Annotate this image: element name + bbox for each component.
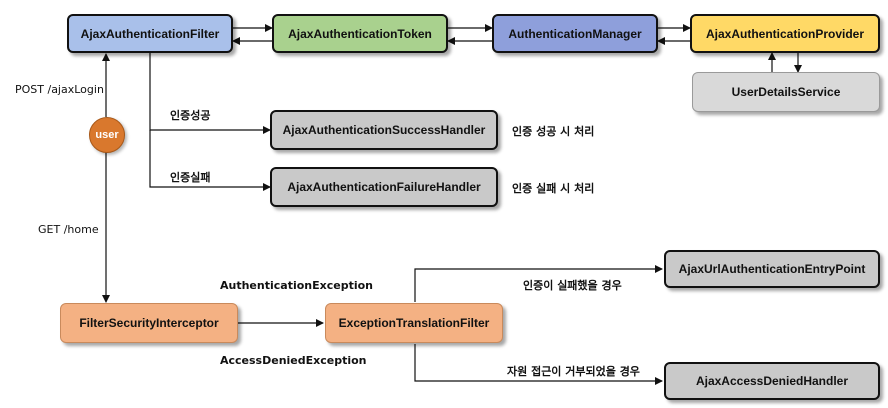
ajax-authentication-success-handler-node: AjaxAuthenticationSuccessHandler [270, 110, 498, 150]
user-details-service-node: UserDetailsService [692, 72, 880, 112]
arrow-filter-to-failure [149, 130, 271, 191]
failure-note-label: 인증 실패 시 처리 [512, 182, 595, 195]
ajax-authentication-token-node: AjaxAuthenticationToken [272, 14, 448, 53]
ajax-authentication-filter-node: AjaxAuthenticationFilter [67, 14, 233, 53]
auth-success-label: 인증성공 [170, 109, 211, 122]
access-denied-case-label: 자원 접근이 거부되었을 경우 [507, 365, 640, 378]
ajax-authentication-provider-node: AjaxAuthenticationProvider [690, 14, 880, 53]
authentication-manager-node: AuthenticationManager [492, 14, 658, 53]
ajax-authentication-failure-handler-node: AjaxAuthenticationFailureHandler [270, 167, 498, 207]
access-denied-exception-label: AccessDeniedException [220, 354, 367, 367]
filter-security-interceptor-node: FilterSecurityInterceptor [60, 303, 238, 343]
success-note-label: 인증 성공 시 처리 [512, 125, 595, 138]
exception-translation-filter-node: ExceptionTranslationFilter [325, 303, 503, 343]
ajax-access-denied-handler-node: AjaxAccessDeniedHandler [664, 362, 880, 400]
user-actor-icon: user [89, 117, 125, 153]
ajax-url-authentication-entry-point-node: AjaxUrlAuthenticationEntryPoint [664, 250, 880, 288]
authentication-exception-label: AuthenticationException [220, 279, 373, 292]
arrow-translation-to-denied [414, 344, 663, 385]
arrow-translation-to-entrypoint [414, 265, 663, 302]
post-ajax-login-label: POST /ajaxLogin [15, 83, 104, 96]
auth-failed-case-label: 인증이 실패했을 경우 [523, 279, 622, 292]
get-home-label: GET /home [38, 223, 99, 236]
auth-failure-label: 인증실패 [170, 171, 211, 184]
